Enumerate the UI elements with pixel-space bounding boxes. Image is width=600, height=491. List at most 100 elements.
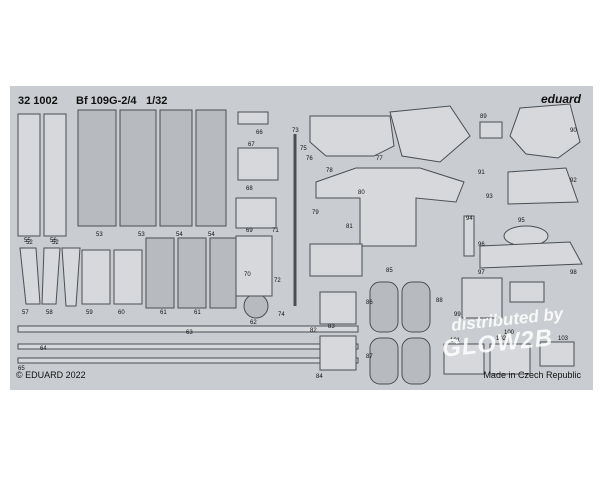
part-65 — [17, 357, 359, 364]
origin-text: Made in Czech Republic — [483, 370, 581, 380]
part-number-90: 90 — [570, 128, 577, 134]
part-84 — [319, 335, 357, 371]
part-number-70: 70 — [244, 272, 251, 278]
part-97 — [461, 277, 503, 319]
part-number-58: 58 — [46, 310, 53, 316]
part-96-98 — [479, 241, 583, 269]
part-number-55: 55 — [24, 238, 31, 244]
part-number-77: 77 — [376, 156, 383, 162]
part-number-92: 92 — [570, 178, 577, 184]
part-92 — [507, 167, 579, 205]
part-55 — [19, 247, 41, 305]
part-81 — [309, 243, 363, 277]
part-number-79: 79 — [312, 210, 319, 216]
part-number-57: 57 — [22, 310, 29, 316]
part-number-97: 97 — [478, 270, 485, 276]
part-number-56: 56 — [50, 238, 57, 244]
part-61-a — [145, 237, 175, 309]
part-number-76: 76 — [306, 156, 313, 162]
part-number-52: 52 — [52, 240, 59, 246]
copyright-text: © EDUARD 2022 — [16, 370, 86, 380]
part-54-b — [195, 109, 227, 227]
part-number-54: 54 — [176, 232, 183, 238]
part-number-62: 62 — [250, 320, 257, 326]
part-101 — [443, 343, 485, 375]
part-number-84: 84 — [316, 374, 323, 380]
part-number-88: 88 — [436, 298, 443, 304]
part-71-72 — [235, 235, 273, 297]
part-number-98: 98 — [570, 270, 577, 276]
photo-etch-fret: 32 1002 Bf 109G-2/4 1/32 eduard — [10, 86, 593, 390]
part-number-73: 73 — [292, 128, 299, 134]
part-52-left — [17, 113, 41, 237]
part-54-a — [159, 109, 193, 227]
part-61-b — [177, 237, 207, 309]
part-63 — [17, 325, 359, 333]
part-56 — [41, 247, 61, 305]
part-60 — [113, 249, 143, 305]
part-number-53: 53 — [96, 232, 103, 238]
scale-label: 1/32 — [146, 95, 168, 107]
part-87 — [369, 337, 399, 385]
part-number-93: 93 — [486, 194, 493, 200]
part-number-103: 103 — [558, 336, 569, 342]
part-number-61: 61 — [160, 310, 167, 316]
part-59 — [81, 249, 111, 305]
model-name: Bf 109G-2/4 — [76, 95, 137, 107]
part-57-58 — [61, 247, 81, 307]
part-number-100: 100 — [504, 330, 515, 336]
part-number-59: 59 — [86, 310, 93, 316]
part-number-71: 71 — [272, 228, 279, 234]
part-number-86: 86 — [366, 300, 373, 306]
part-83 — [319, 291, 357, 325]
part-number-64: 64 — [40, 346, 47, 352]
part-number-102: 102 — [496, 336, 507, 342]
part-number-72: 72 — [274, 278, 281, 284]
part-number-53: 53 — [138, 232, 145, 238]
part-76 — [309, 115, 395, 157]
part-number-82: 82 — [310, 328, 317, 334]
part-90 — [509, 103, 581, 159]
part-103 — [539, 341, 575, 367]
part-88-b — [401, 337, 431, 385]
part-number-66: 66 — [256, 130, 263, 136]
part-number-85: 85 — [386, 268, 393, 274]
part-number-67: 67 — [248, 142, 255, 148]
kit-number: 32 1002 — [18, 95, 58, 107]
part-number-95: 95 — [518, 218, 525, 224]
part-number-101: 101 — [450, 338, 461, 344]
part-52-right — [43, 113, 67, 237]
part-88 — [401, 281, 431, 333]
part-number-80: 80 — [358, 190, 365, 196]
part-number-52: 52 — [26, 240, 33, 246]
part-number-68: 68 — [246, 186, 253, 192]
part-77 — [389, 105, 471, 163]
part-53-b — [119, 109, 157, 227]
part-number-69: 69 — [246, 228, 253, 234]
part-number-99: 99 — [454, 312, 461, 318]
part-89 — [479, 121, 503, 139]
part-number-81: 81 — [346, 224, 353, 230]
part-69-70 — [235, 197, 277, 229]
part-number-74: 74 — [278, 312, 285, 318]
part-64 — [17, 343, 359, 350]
part-67-68 — [237, 147, 279, 181]
part-number-96: 96 — [478, 242, 485, 248]
part-number-89: 89 — [480, 114, 487, 120]
part-number-63: 63 — [186, 330, 193, 336]
part-number-61: 61 — [194, 310, 201, 316]
part-number-91: 91 — [478, 170, 485, 176]
part-number-54: 54 — [208, 232, 215, 238]
part-number-75: 75 — [300, 146, 307, 152]
part-53-a — [77, 109, 117, 227]
part-61-c — [209, 237, 237, 309]
part-number-60: 60 — [118, 310, 125, 316]
part-94 — [463, 215, 475, 257]
part-number-94: 94 — [466, 216, 473, 222]
part-86 — [369, 281, 399, 333]
part-number-78: 78 — [326, 168, 333, 174]
part-number-87: 87 — [366, 354, 373, 360]
part-99 — [509, 281, 545, 303]
